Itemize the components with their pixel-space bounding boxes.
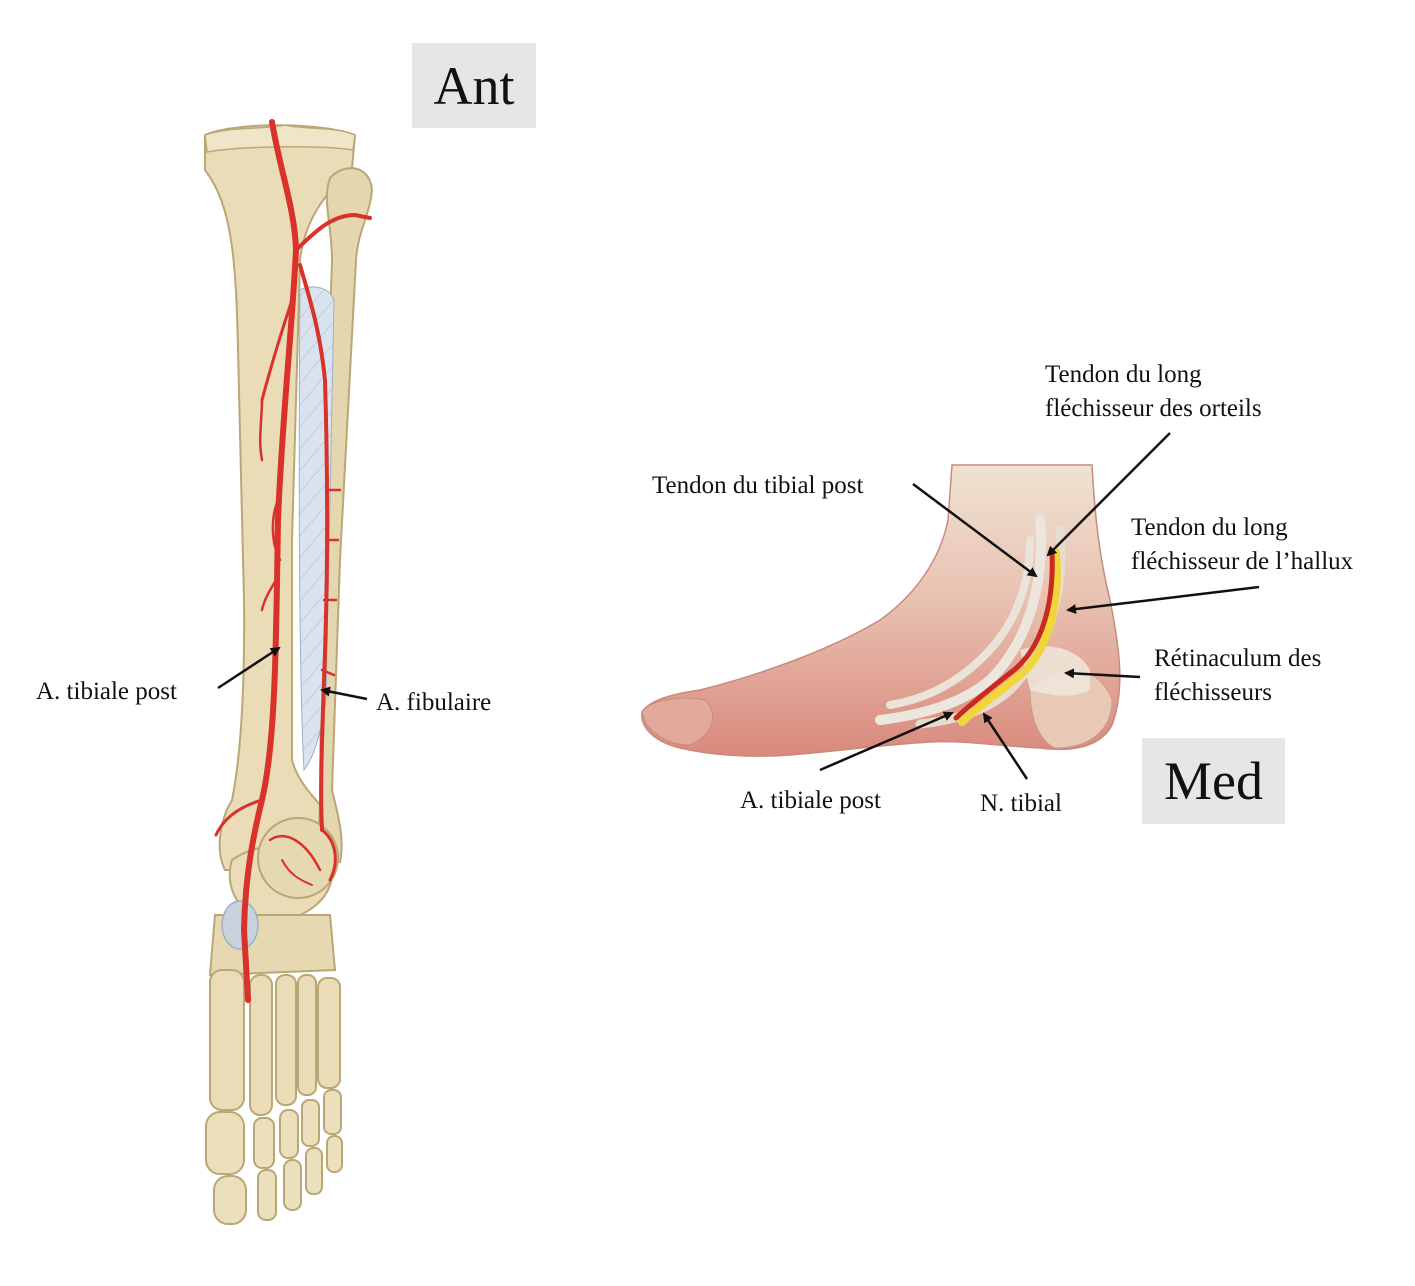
label-ant-tibial-post: A. tibiale post xyxy=(36,678,177,705)
arrow-retinaculum xyxy=(1064,668,1141,679)
arrow-flexor-digitorum xyxy=(1046,432,1171,557)
arrow-ant-tibial-post xyxy=(217,646,281,690)
label-flexor-digitorum-line2: fléchisseur des orteils xyxy=(1045,395,1262,422)
medial-foot-illustration xyxy=(641,464,1121,757)
arteries-anterior-view xyxy=(214,119,372,1003)
arrow-med-tibial-post xyxy=(819,711,954,772)
label-flexor-hallucis-line1: Tendon du long xyxy=(1131,514,1288,541)
leader-arrows xyxy=(217,432,1260,780)
posterior-tibial-artery-path xyxy=(953,549,1055,721)
label-retinaculum-line1: Rétinaculum des xyxy=(1154,645,1322,672)
arrow-ant-fibular xyxy=(320,686,368,701)
tibial-nerve-path xyxy=(958,548,1061,726)
label-ant-fibular: A. fibulaire xyxy=(376,689,492,716)
arrow-tibial-nerve xyxy=(982,712,1029,780)
label-tibial-nerve: N. tibial xyxy=(980,790,1062,817)
medial-malleolus xyxy=(257,817,339,899)
arrow-flexor-hallucis xyxy=(1066,585,1260,615)
label-med-tibial-post: A. tibiale post xyxy=(740,787,881,814)
anterior-leg-illustration xyxy=(204,119,374,1225)
arrow-tibialis-post xyxy=(912,482,1038,578)
anterior-view-tag: Ant xyxy=(412,43,536,128)
label-flexor-digitorum-line1: Tendon du long xyxy=(1045,361,1202,388)
metatarsals xyxy=(209,969,341,1116)
label-flexor-digitorum-tendon: Tendon du long fléchisseur des orteils xyxy=(1045,358,1262,426)
label-tibialis-post-tendon: Tendon du tibial post xyxy=(652,472,864,499)
phalanges xyxy=(205,1089,343,1225)
label-flexor-retinaculum: Rétinaculum des fléchisseurs xyxy=(1154,642,1321,710)
medial-view-tag: Med xyxy=(1142,738,1285,824)
label-flexor-hallucis-tendon: Tendon du long fléchisseur de l’hallux xyxy=(1131,511,1353,579)
label-flexor-hallucis-line2: fléchisseur de l’hallux xyxy=(1131,548,1354,575)
label-retinaculum-line2: fléchisseurs xyxy=(1154,679,1273,706)
